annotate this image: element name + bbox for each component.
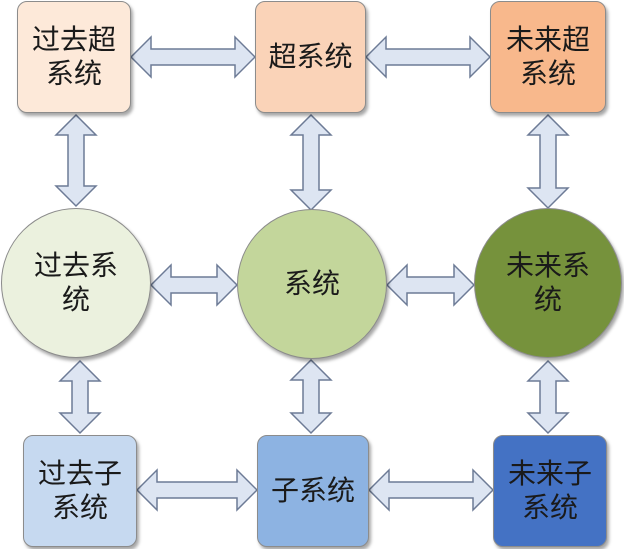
arrow-sub-future-sub: [367, 468, 495, 512]
node-future-system[interactable]: 未来系统: [474, 208, 622, 358]
node-super-system[interactable]: 超系统: [255, 1, 366, 113]
node-future-sub-system[interactable]: 未来子系统: [493, 435, 607, 547]
node-label: 子系统: [270, 474, 355, 507]
node-label: 未来超系统: [505, 23, 590, 90]
node-future-super-system[interactable]: 未来超系统: [490, 1, 606, 113]
arrow-super-future-super: [364, 35, 492, 79]
arrow-super-system: [289, 113, 333, 212]
node-label: 超系统: [268, 40, 353, 73]
arrow-future-future-sub: [526, 359, 570, 435]
arrow-past-super-super: [129, 35, 257, 79]
arrow-past-sub-sub: [135, 468, 259, 512]
arrow-past-super-past: [54, 113, 98, 208]
arrow-future-super-future: [526, 113, 570, 210]
node-sub-system[interactable]: 子系统: [257, 435, 369, 547]
arrow-system-sub: [289, 358, 333, 435]
node-system[interactable]: 系统: [237, 209, 387, 359]
node-past-sub-system[interactable]: 过去子系统: [23, 435, 137, 547]
node-past-system[interactable]: 过去系统: [1, 208, 151, 358]
node-label: 过去超系统: [31, 23, 116, 90]
node-label: 过去子系统: [37, 457, 122, 524]
arrow-past-past-sub: [58, 359, 102, 435]
node-label: 未来系统: [505, 249, 590, 316]
node-label: 过去系统: [33, 249, 118, 316]
arrow-system-future: [385, 263, 476, 307]
node-label: 系统: [283, 267, 340, 300]
arrow-past-system: [149, 263, 239, 307]
node-label: 未来子系统: [507, 457, 592, 524]
node-past-super-system[interactable]: 过去超系统: [17, 1, 131, 113]
